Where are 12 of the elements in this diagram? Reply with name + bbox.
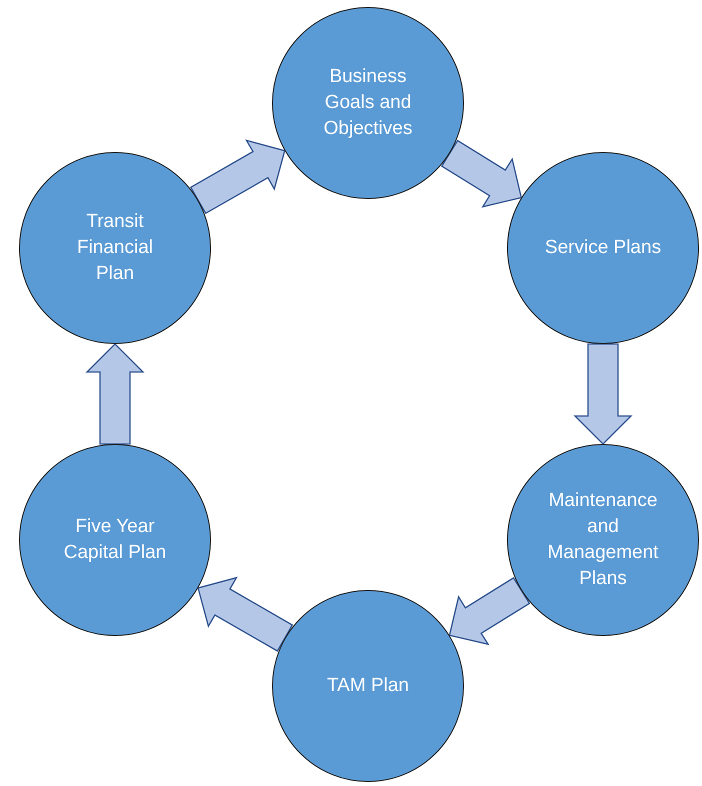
block-arrow [440, 140, 522, 208]
block-arrow [448, 577, 530, 646]
block-arrow [85, 343, 145, 445]
node-label: Maintenance and Management Plans [546, 488, 660, 592]
node-label: TAM Plan [326, 674, 410, 698]
node-label: Business Goals and Objectives [322, 64, 414, 142]
block-arrow [573, 343, 633, 445]
node-label: Transit Financial Plan [76, 210, 154, 286]
node-label: Five Year Capital Plan [62, 514, 168, 565]
block-arrow [197, 576, 294, 652]
block-arrow [190, 139, 286, 214]
node-label: Service Plans [544, 236, 662, 260]
